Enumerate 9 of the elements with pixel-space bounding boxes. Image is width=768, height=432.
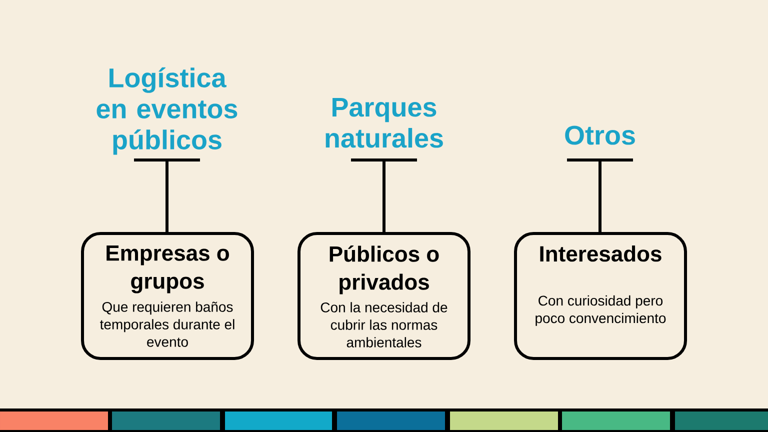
t-connector [132,158,202,234]
rounded-box: Interesados Con curiosidad pero poco convencimiento [514,232,687,360]
category-heading: Logística en eventos públicos [96,67,238,155]
rounded-box: Empresas o grupos Que requieren baños temporales durante el evento [81,232,254,360]
category-heading: Parques naturales [326,98,443,148]
t-connector [566,158,634,234]
category-heading: Otros [565,126,635,145]
rounded-box: Públicos o privados Con la necesidad de cubrir las normas ambientales [298,232,470,360]
t-connector [350,158,418,234]
